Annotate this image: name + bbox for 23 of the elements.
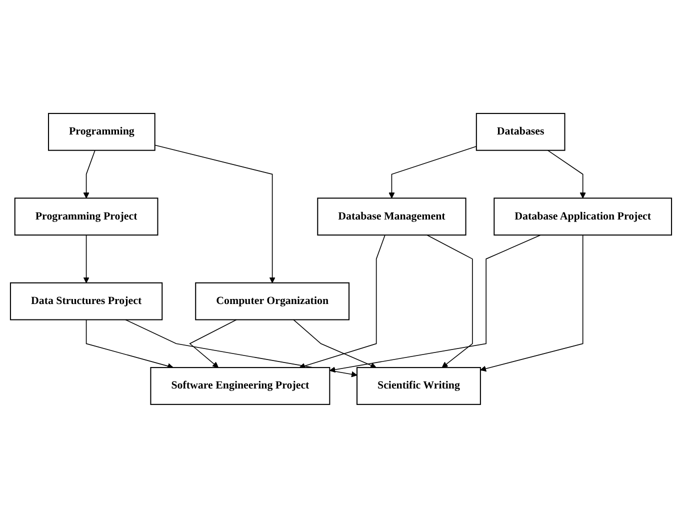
node-box: [476, 112, 566, 150]
arrow: [480, 234, 584, 372]
arrow: [86, 318, 174, 369]
arrow: [154, 144, 276, 283]
node-box: [494, 197, 672, 236]
arrow: [299, 234, 386, 368]
arrow: [83, 234, 90, 283]
arrow: [125, 318, 358, 377]
arrow: [293, 318, 376, 368]
node-box: [317, 197, 466, 236]
node-box: [14, 197, 158, 236]
node-box: [195, 282, 350, 320]
arrow: [426, 234, 473, 368]
arrow: [547, 149, 586, 198]
node-box: [150, 366, 330, 404]
arrow: [189, 318, 237, 368]
node-box: [10, 282, 163, 320]
node-box: [48, 112, 156, 150]
flowchart-diagram: Programming Databases Programming Project Database Management Database Application Project Data Structures Project Computer Organization Software Engineering Project Scientific Writing: [5, 108, 677, 410]
node-box: [356, 366, 481, 404]
arrow: [388, 146, 477, 198]
arrow: [83, 149, 96, 198]
arrow: [329, 234, 542, 372]
